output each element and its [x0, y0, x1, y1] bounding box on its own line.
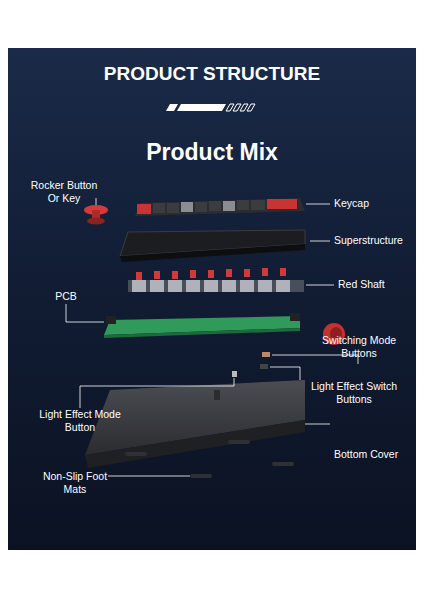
page-title: PRODUCT STRUCTURE	[8, 62, 416, 86]
part-label: Bottom Cover	[334, 448, 414, 461]
background	[8, 48, 416, 550]
part-label: Light Effect Mode Button	[30, 408, 130, 434]
section-heading: Product Mix	[8, 138, 416, 167]
part-label: Keycap	[334, 197, 404, 210]
part-label: PCB	[46, 290, 86, 303]
stripe-bar	[166, 104, 255, 111]
pcb-board	[104, 313, 300, 338]
foot-mats	[125, 440, 294, 478]
leader-lines	[66, 198, 358, 476]
superstructure	[120, 230, 305, 262]
part-label: Red Shaft	[338, 278, 408, 291]
part-label: Rocker Button Or Key	[24, 179, 104, 205]
part-label: Switching Mode Buttons	[314, 334, 404, 360]
small-buttons	[232, 352, 270, 377]
switch-row	[128, 268, 304, 292]
part-label: Light Effect Switch Buttons	[304, 380, 404, 406]
part-label: Non-Slip Foot Mats	[40, 470, 110, 496]
keycap-row	[135, 198, 305, 216]
rocker-button	[84, 205, 108, 225]
bottom-cover	[85, 380, 305, 468]
part-label: Superstructure	[334, 234, 414, 247]
